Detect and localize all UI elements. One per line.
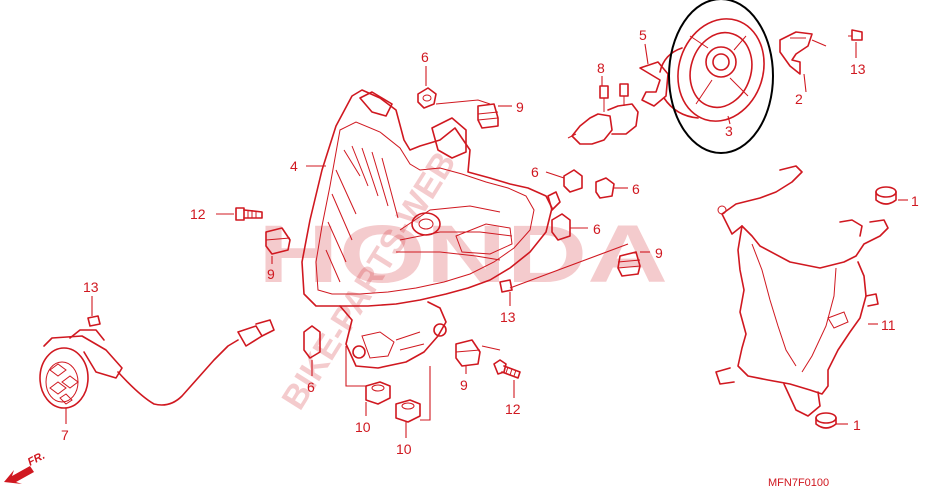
callout-6: 6 [531, 164, 539, 180]
callouts: 6 9 8 5 3 2 13 4 6 6 6 9 12 9 13 1 11 1 … [61, 27, 919, 457]
callout-10: 10 [355, 419, 371, 435]
callout-9: 9 [267, 266, 275, 282]
callout-13: 13 [500, 309, 516, 325]
callout-4: 4 [290, 158, 298, 174]
callout-13: 13 [850, 61, 866, 77]
leader-lines [65, 39, 908, 438]
diagram-code: MFN7F0100 [768, 477, 829, 489]
callout-2: 2 [795, 91, 803, 107]
highlight-circle [668, 0, 774, 154]
callout-9: 9 [516, 99, 524, 115]
callout-9: 9 [655, 245, 663, 261]
callout-10: 10 [396, 441, 412, 457]
callout-1: 1 [911, 193, 919, 209]
callout-8: 8 [597, 60, 605, 76]
callout-12: 12 [190, 206, 206, 222]
callout-5: 5 [639, 27, 647, 43]
callout-1: 1 [853, 417, 861, 433]
callout-11: 11 [881, 317, 896, 333]
front-marker-label: FR. [26, 450, 47, 469]
connector-bracket [779, 31, 813, 75]
spring-clip [639, 61, 669, 107]
callout-6: 6 [593, 221, 601, 237]
hardware [87, 87, 641, 423]
callout-13: 13 [83, 279, 99, 295]
callout-12: 12 [505, 401, 521, 417]
callout-6: 6 [307, 379, 315, 395]
headlight-stay [715, 165, 889, 417]
dust-cover [659, 18, 765, 122]
callout-6: 6 [421, 49, 429, 65]
rubber-cap-bottom [815, 412, 837, 429]
headlight-housing [301, 89, 561, 369]
rubber-cap-top [875, 186, 897, 205]
front-arrow: FR. [4, 450, 47, 484]
callout-3: 3 [725, 123, 733, 139]
position-lamp [39, 319, 275, 409]
callout-6: 6 [632, 181, 640, 197]
callout-9: 9 [460, 377, 468, 393]
headlight-bulb [567, 83, 639, 145]
callout-7: 7 [61, 427, 69, 443]
bolt-13-top [848, 29, 863, 41]
